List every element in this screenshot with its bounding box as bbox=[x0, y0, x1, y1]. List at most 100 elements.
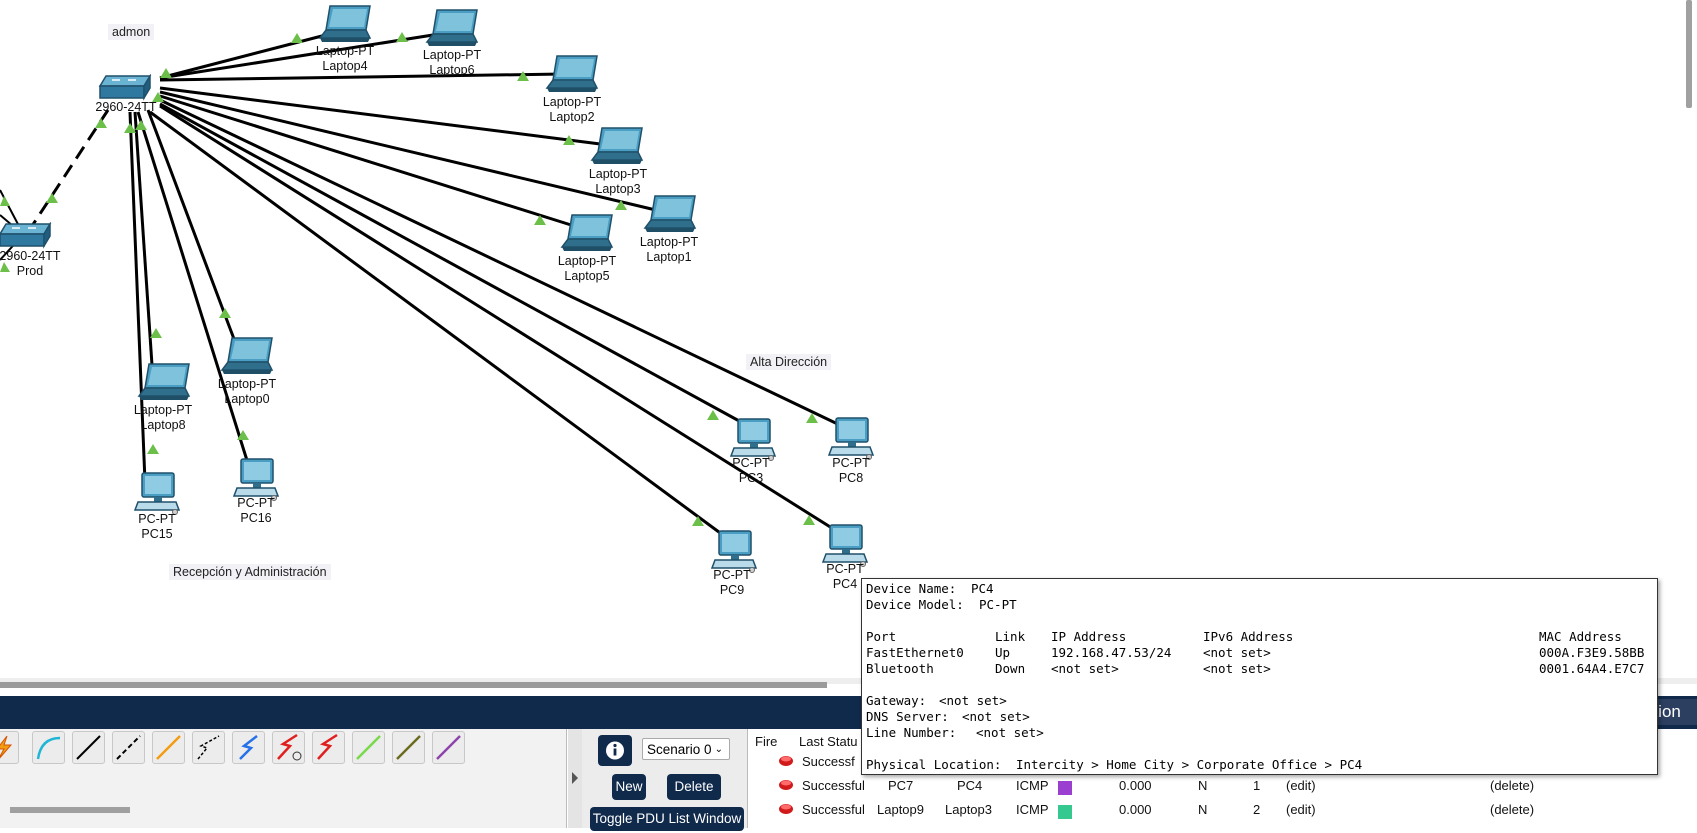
pdu-type: ICMP bbox=[1016, 778, 1049, 793]
pdu-delete-link[interactable]: (delete) bbox=[1490, 778, 1535, 793]
ipv6-header: IPv6 Address bbox=[1203, 629, 1294, 644]
copper-cross-cable-icon[interactable] bbox=[112, 731, 145, 764]
copper-straight-cable-icon[interactable] bbox=[72, 731, 105, 764]
pdu-number: 1 bbox=[1253, 778, 1261, 793]
laptop8-icon bbox=[138, 363, 190, 401]
dns-server-label: DNS Server: bbox=[866, 709, 949, 724]
pdu-time: 0.000 bbox=[1119, 802, 1152, 817]
pc4-icon bbox=[822, 524, 868, 568]
workspace-horizontal-scrollbar[interactable] bbox=[0, 682, 827, 688]
device-model-label: Device Model: bbox=[866, 597, 964, 612]
pdu-periodic: N bbox=[1198, 778, 1208, 793]
pdu-edit-link[interactable]: (edit) bbox=[1286, 778, 1316, 793]
ip-header: IP Address bbox=[1051, 629, 1127, 644]
pdu-time: 0.000 bbox=[1119, 778, 1152, 793]
serial-dce-icon[interactable] bbox=[272, 731, 305, 764]
laptop1-icon bbox=[644, 195, 696, 233]
port-ipv6: <not set> bbox=[1203, 645, 1271, 660]
connections-scrollbar[interactable] bbox=[10, 807, 130, 813]
pc8-icon bbox=[828, 417, 874, 461]
laptop4-icon bbox=[319, 5, 371, 43]
pdu-edit-link[interactable]: (edit) bbox=[1286, 802, 1316, 817]
pdu-type: ICMP bbox=[1016, 802, 1049, 817]
console-cable-icon[interactable] bbox=[32, 731, 65, 764]
cables bbox=[30, 28, 847, 540]
pdu-destination: PC4 bbox=[957, 778, 983, 793]
port-header: Port bbox=[866, 629, 897, 644]
pdu-status: Successf bbox=[802, 754, 855, 769]
laptop6-icon bbox=[426, 9, 478, 47]
workspace-vertical-scrollbar[interactable] bbox=[1686, 0, 1692, 108]
switch-admin-label[interactable]: 2960-24TT bbox=[95, 100, 157, 114]
area-label-admin: admon bbox=[108, 24, 155, 40]
serial-dte-icon[interactable] bbox=[312, 731, 345, 764]
physical-location-value: Intercity > Home City > Corporate Office… bbox=[1016, 757, 1363, 772]
area-label-reception: Recepción y Administración bbox=[169, 564, 331, 580]
port-link: Up bbox=[995, 645, 1011, 660]
info-icon bbox=[606, 741, 624, 760]
port-ipv6: <not set> bbox=[1203, 661, 1271, 676]
coaxial-cable-icon[interactable] bbox=[232, 731, 265, 764]
port-name: Bluetooth bbox=[866, 661, 934, 676]
scenario-select[interactable]: Scenario 0 ⌄ bbox=[642, 738, 730, 760]
scenario-select-value: Scenario 0 bbox=[647, 742, 712, 757]
pdu-number: 2 bbox=[1253, 802, 1261, 817]
workspace-horizontal-scroll-track[interactable] bbox=[0, 678, 1697, 684]
line-number-label: Line Number: bbox=[866, 725, 957, 740]
pdu-color-swatch bbox=[1058, 805, 1072, 819]
fire-icon[interactable] bbox=[778, 754, 794, 767]
laptop3-icon bbox=[591, 127, 643, 165]
line-number-value: <not set> bbox=[976, 725, 1044, 740]
info-button[interactable] bbox=[598, 735, 632, 766]
pc16-icon bbox=[233, 458, 279, 502]
new-scenario-button[interactable]: New bbox=[612, 774, 646, 800]
column-header-last-status: Last Statu bbox=[799, 734, 858, 749]
iot-cable-icon[interactable] bbox=[392, 731, 425, 764]
pdu-status: Successful bbox=[802, 778, 865, 793]
usb-cable-icon[interactable] bbox=[432, 731, 465, 764]
pdu-source: Laptop9 bbox=[877, 802, 924, 817]
port-ip: 192.168.47.53/24 bbox=[1051, 645, 1172, 660]
switch-admin-icon bbox=[99, 75, 151, 99]
port-mac: 000A.F3E9.58BB bbox=[1539, 645, 1645, 660]
switch-prod-icon bbox=[0, 223, 51, 247]
panel-splitter[interactable] bbox=[568, 729, 582, 828]
lightning-connection-icon[interactable] bbox=[0, 731, 19, 764]
physical-location-label: Physical Location: bbox=[866, 757, 1002, 772]
pc3-icon bbox=[730, 418, 776, 462]
port-name: FastEthernet0 bbox=[866, 645, 964, 660]
pc15-icon bbox=[134, 472, 180, 516]
octal-cable-icon[interactable] bbox=[352, 731, 385, 764]
pdu-source: PC7 bbox=[888, 778, 914, 793]
fiber-cable-icon[interactable] bbox=[152, 731, 185, 764]
fire-icon[interactable] bbox=[778, 802, 794, 815]
delete-scenario-button[interactable]: Delete bbox=[667, 774, 721, 800]
pdu-color-swatch bbox=[1058, 781, 1072, 795]
dns-server-value: <not set> bbox=[962, 709, 1030, 724]
port-mac: 0001.64A4.E7C7 bbox=[1539, 661, 1645, 676]
toggle-pdu-list-button[interactable]: Toggle PDU List Window bbox=[590, 807, 744, 831]
pdu-delete-link[interactable]: (delete) bbox=[1490, 802, 1535, 817]
chevron-down-icon: ⌄ bbox=[714, 744, 723, 755]
device-info-tooltip: Device Name: PC4 Device Model: PC-PT Por… bbox=[861, 578, 1658, 775]
phone-cable-icon[interactable] bbox=[192, 731, 225, 764]
fire-icon[interactable] bbox=[778, 778, 794, 791]
column-header-fire: Fire bbox=[755, 734, 778, 749]
